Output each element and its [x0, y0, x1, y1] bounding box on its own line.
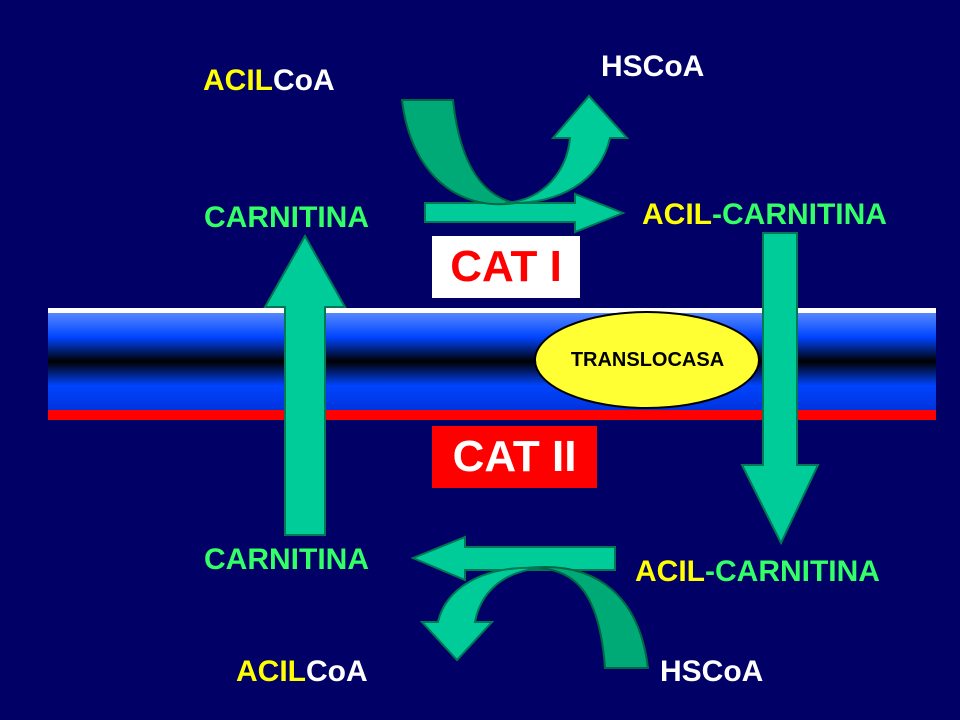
top-hscoa-label: HSCoA — [601, 50, 705, 83]
acyl-coa-output-arrow — [419, 566, 541, 662]
top-acyl-coa-suffix: CoA — [273, 64, 335, 97]
membrane-top-edge — [48, 308, 936, 313]
acyl-carnitine-import-arrow — [740, 232, 820, 546]
top-acyl-carnitine-prefix: ACIL — [642, 198, 712, 231]
acyl-coa-input-curve — [400, 99, 516, 206]
membrane-body — [48, 313, 936, 410]
cat2-box: CAT II — [432, 426, 597, 488]
bottom-acyl-carnitine-suffix: -CARNITINA — [705, 555, 880, 588]
translocase-ellipse — [534, 311, 760, 409]
carnitine-return-arrow — [263, 233, 347, 536]
membrane-bottom-edge — [48, 410, 936, 420]
hscoa-input-curve — [526, 566, 650, 669]
bottom-hscoa-label: HSCoA — [660, 655, 764, 688]
top-carnitine-label: CARNITINA — [204, 201, 369, 234]
top-acyl-coa-prefix: ACIL — [203, 64, 273, 97]
translocase-label: TRANSLOCASA — [570, 349, 725, 371]
hscoa-output-arrow — [504, 94, 630, 205]
bottom-carnitine-label: CARNITINA — [204, 543, 369, 576]
bottom-acyl-coa-label: ACILCoA — [236, 657, 368, 687]
top-acyl-carnitine-label: ACIL-CARNITINA — [642, 200, 887, 230]
cat2-label: CAT II — [452, 432, 577, 481]
top-acyl-carnitine-suffix: -CARNITINA — [712, 198, 887, 231]
bottom-acyl-coa-suffix: CoA — [306, 655, 368, 688]
bottom-acyl-carnitine-prefix: ACIL — [635, 555, 705, 588]
cat1-label: CAT I — [450, 242, 562, 291]
cat1-reaction-arrow — [424, 192, 626, 234]
cat1-box: CAT I — [432, 236, 580, 298]
membrane — [48, 308, 936, 420]
bottom-acyl-carnitine-label: ACIL-CARNITINA — [635, 557, 880, 587]
bottom-acyl-coa-prefix: ACIL — [236, 655, 306, 688]
top-acyl-coa-label: ACILCoA — [203, 66, 335, 96]
